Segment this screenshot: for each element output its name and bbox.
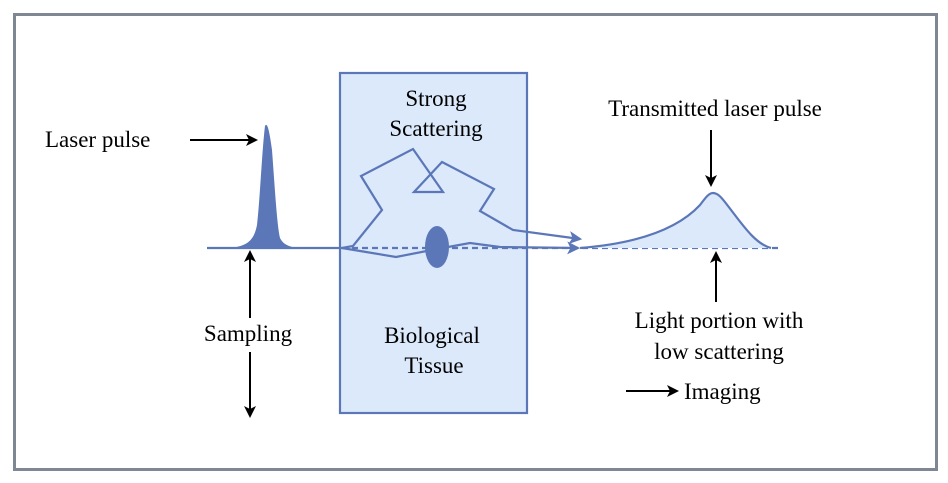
low-scattering-label-line1: Light portion with: [635, 308, 804, 333]
sampling-label: Sampling: [204, 321, 293, 346]
strong-scattering-label-line1: Strong: [405, 86, 467, 111]
strong-scattering-path: [341, 147, 583, 250]
transmitted-pulse-label: Transmitted laser pulse: [608, 96, 822, 121]
strong-scattering-label-line2: Scattering: [389, 116, 483, 141]
laser-pulse-label: Laser pulse: [45, 127, 150, 152]
low-scattering-label-line2: low scattering: [654, 339, 784, 364]
biological-tissue-label-line2: Tissue: [404, 353, 463, 378]
biological-tissue-label-line1: Biological: [384, 323, 480, 348]
imaging-label: Imaging: [684, 379, 761, 404]
weak-scattering-path: [341, 241, 581, 259]
transmitted-pulse-curve: [579, 191, 772, 250]
transmitted-pulse-area: [580, 193, 771, 248]
laser-pulse-peak: [230, 124, 305, 248]
scatterer-ellipse: [425, 226, 449, 268]
